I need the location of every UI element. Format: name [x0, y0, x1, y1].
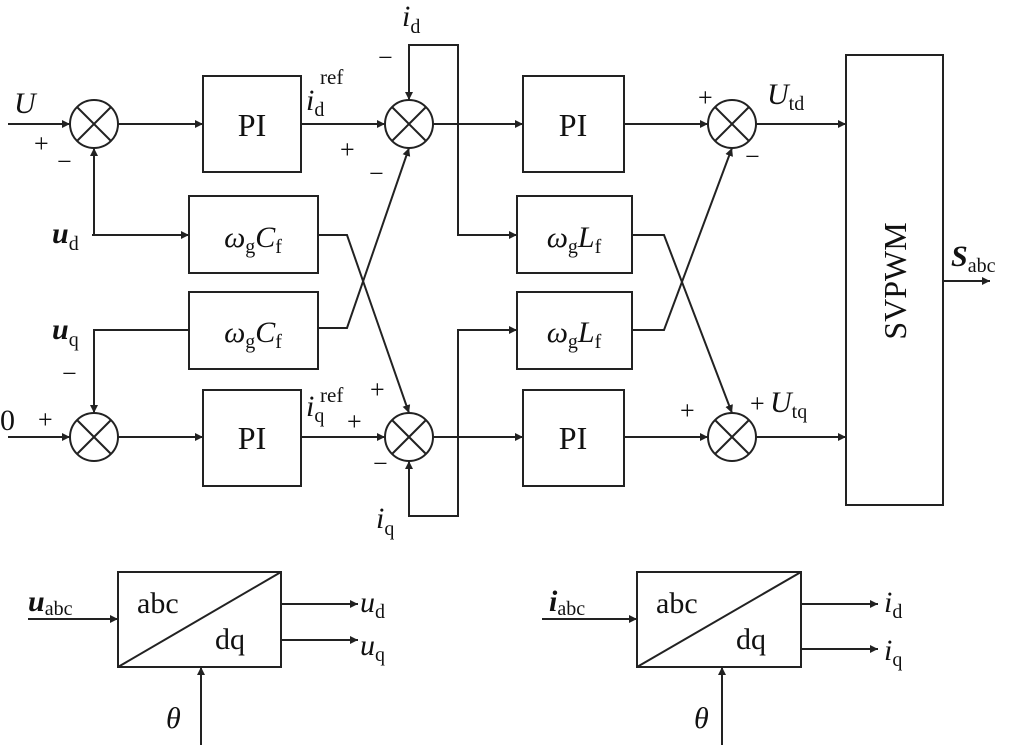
label-id-ref-sup: ref — [320, 65, 343, 89]
sign-minus: − — [373, 449, 388, 478]
pi-label: PI — [559, 420, 587, 456]
label-ud-out: ud — [360, 586, 385, 623]
label-id-ref: id — [306, 84, 324, 121]
pi-block-current-q: PI — [522, 389, 625, 487]
dq-label: dq — [736, 623, 766, 656]
label-uq: uq — [52, 313, 79, 351]
abc-dq-transform-voltage: abc dq — [117, 571, 282, 668]
sign-minus: − — [369, 159, 384, 188]
sum-junction-zero — [69, 412, 119, 462]
wg-lf-label: ωgLf — [547, 221, 602, 258]
sign-plus: + — [38, 405, 53, 434]
pi-label: PI — [238, 420, 266, 456]
pi-block-voltage-q: PI — [202, 389, 302, 487]
label-iq-out: iq — [884, 634, 902, 671]
label-uq-out: uq — [360, 629, 385, 666]
sum-junction-iq — [384, 412, 434, 462]
sign-minus: − — [378, 43, 393, 72]
abc-label: abc — [656, 587, 698, 620]
sign-minus: − — [745, 142, 760, 171]
label-iabc: iabc — [549, 585, 585, 620]
label-sabc: Sabc — [951, 240, 996, 277]
pi-label: PI — [559, 107, 587, 143]
abc-label: abc — [137, 587, 179, 620]
wg-lf-label: ωgLf — [547, 316, 602, 353]
wg-cf-label: ωgCf — [224, 316, 282, 353]
sum-junction-u — [69, 99, 119, 149]
sum-junction-utq — [707, 412, 757, 462]
label-utd: Utd — [767, 78, 804, 115]
label-utq: Utq — [770, 386, 807, 423]
label-ud: ud — [52, 217, 79, 255]
sign-minus: − — [62, 359, 77, 388]
sign-labels: + − + − − + − − + + + − + + — [34, 43, 765, 478]
sign-plus: + — [34, 129, 49, 158]
wg-cf-block-lower: ωgCf — [188, 291, 319, 370]
sum-junction-id — [384, 99, 434, 149]
sum-junction-utd — [707, 99, 757, 149]
sign-plus: + — [698, 83, 713, 112]
wg-cf-label: ωgCf — [224, 221, 282, 258]
wg-cf-block-upper: ωgCf — [188, 195, 319, 274]
sign-plus: + — [750, 389, 765, 418]
label-uabc: uabc — [28, 585, 73, 620]
label-id: id — [402, 0, 420, 38]
sign-plus: + — [370, 375, 385, 404]
label-iq-ref-sup: ref — [320, 383, 343, 407]
wg-lf-block-lower: ωgLf — [516, 291, 633, 370]
sign-plus: + — [347, 407, 362, 436]
signal-labels: U 0 ud uq id ref iq ref id iq Utd Utq Sa… — [0, 0, 996, 735]
sign-plus: + — [340, 135, 355, 164]
svpwm-block: SVPWM — [845, 54, 944, 506]
label-theta-left: θ — [166, 702, 181, 735]
sign-minus: − — [57, 147, 72, 176]
label-zero: 0 — [0, 404, 15, 437]
label-iq-ref: iq — [306, 390, 324, 427]
pi-block-voltage-d: PI — [202, 75, 302, 173]
wg-lf-block-upper: ωgLf — [516, 195, 633, 274]
sign-plus: + — [680, 396, 695, 425]
svpwm-label: SVPWM — [877, 222, 913, 339]
pi-block-current-d: PI — [522, 75, 625, 173]
dq-label: dq — [215, 623, 245, 656]
abc-dq-transform-current: abc dq — [636, 571, 802, 668]
label-u-ref: U — [14, 87, 38, 120]
label-theta-right: θ — [694, 702, 709, 735]
pi-label: PI — [238, 107, 266, 143]
label-iq: iq — [376, 502, 394, 540]
label-id-out: id — [884, 586, 902, 623]
wires — [8, 44, 990, 745]
